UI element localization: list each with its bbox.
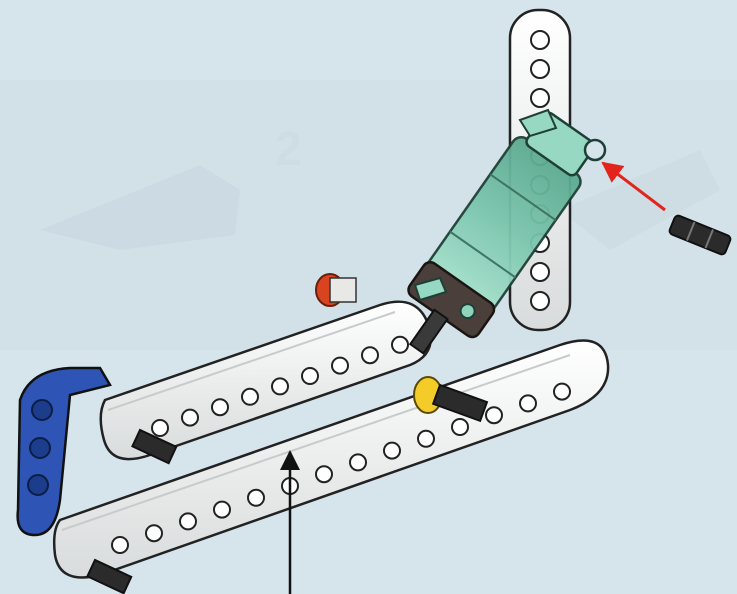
beam-hole — [362, 347, 378, 363]
beam-hole — [520, 395, 536, 411]
beam-hole — [248, 490, 264, 506]
red-bush — [316, 274, 356, 306]
beam-hole — [554, 384, 570, 400]
beam-hole — [452, 419, 468, 435]
beam-hole — [112, 537, 128, 553]
beam-hole — [531, 292, 549, 310]
beam-hole — [531, 60, 549, 78]
beam-hole — [146, 525, 162, 541]
beam-hole — [212, 399, 228, 415]
beam-hole — [332, 358, 348, 374]
beam-hole — [272, 378, 288, 394]
beam-hole — [302, 368, 318, 384]
beam-hole — [392, 337, 408, 353]
beam-hole — [531, 89, 549, 107]
beam-hole — [486, 407, 502, 423]
beam-hole — [316, 466, 332, 482]
beam-hole — [350, 454, 366, 470]
beam-hole — [152, 420, 168, 436]
beam-hole — [418, 431, 434, 447]
beam-hole — [214, 502, 230, 518]
beam-hole — [531, 263, 549, 281]
beam-hole — [384, 443, 400, 459]
beam-hole — [531, 31, 549, 49]
beam-hole — [242, 389, 258, 405]
beam-hole — [180, 513, 196, 529]
beam-hole — [182, 410, 198, 426]
ghost-step-number: 2 — [275, 123, 302, 176]
